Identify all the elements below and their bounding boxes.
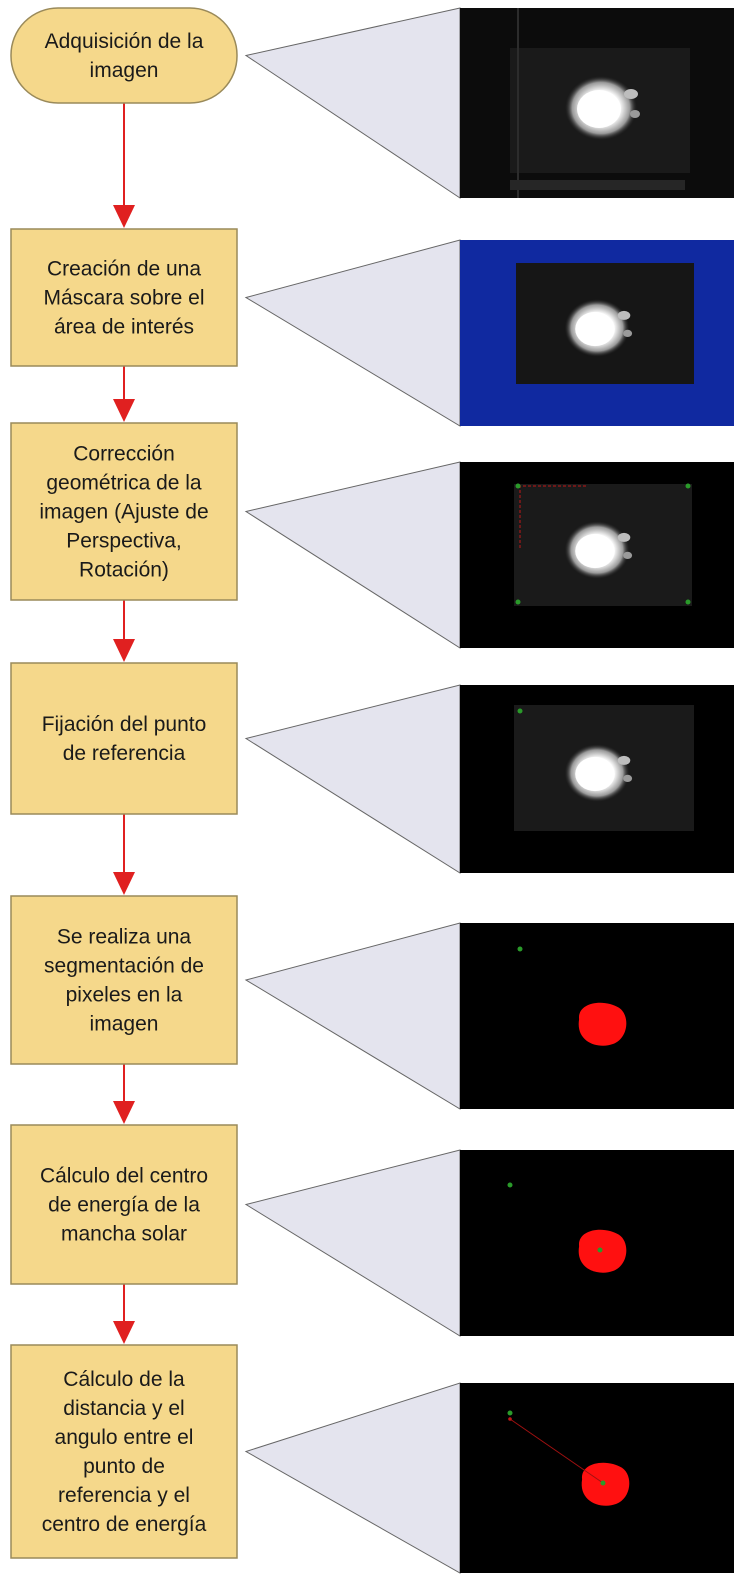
step-label-line: angulo entre el [55,1426,194,1449]
sun-spot [575,311,615,347]
step-label-line: Cálculo del centro [40,1165,208,1188]
reference-marker [507,1410,513,1416]
callout-triangle [244,7,461,199]
segmented-spot [578,1002,627,1046]
step-label: Adquisición de la imagen [45,30,204,82]
thumbnail-panel [460,685,734,873]
callout-triangle [244,461,461,649]
segmented-spot [581,1462,630,1506]
thumbnail-panel [460,8,734,198]
callout-triangle [244,922,461,1110]
process-box [10,422,238,601]
reference-marker [685,483,691,489]
step-label-line: Perspectiva, [66,530,182,553]
reference-marker [685,599,691,605]
step-label-line: distancia y el [63,1397,184,1420]
callout-triangle [244,1149,461,1337]
step-label-line: mancha solar [61,1223,187,1246]
flow-arrows [113,103,135,1344]
step-label-line: Rotación) [79,559,169,582]
callout-triangle [244,684,461,874]
thumbnail-panel [460,240,734,426]
step-label-line: centro de energía [42,1513,207,1536]
step-label-line: Cálculo de la [63,1368,185,1391]
reference-marker [597,1247,603,1253]
step-label-line: de energía de la [48,1194,200,1217]
step-label-line: Corrección [73,443,175,466]
step-label-line: Fijación del punto [42,713,207,736]
reference-marker [517,708,523,714]
callout-triangle [244,1382,461,1574]
step-label-line: punto de [83,1455,165,1478]
reference-marker [515,599,521,605]
sun-spot [575,756,615,792]
arrow-head [113,1321,135,1344]
reference-marker [515,483,521,489]
arrow-head [113,872,135,895]
process-box [10,1344,238,1559]
step-label: Se realiza una segmentación de pixeles en … [44,926,204,1036]
start-terminal [10,7,238,104]
sun-spot-fleck [630,110,640,118]
arrow-head [113,639,135,662]
step-label-line: imagen (Ajuste de [39,501,208,524]
reference-marker [517,946,523,952]
thumbnail-panel [460,923,734,1109]
arrow-head [113,205,135,228]
arrow-head [113,399,135,422]
thumbnail-panels [460,8,734,1573]
segmented-spot [578,1229,627,1273]
distance-line [509,1418,604,1484]
callout-triangles [244,7,461,1574]
process-box [10,662,238,815]
step-label-line: referencia y el [58,1484,190,1507]
sun-spot-fleck [617,532,631,542]
step-label-line: Máscara sobre el [43,287,204,310]
step-label: Cálculo del centro de energía de la mancha… [40,1165,208,1246]
step-label-line: segmentación de [44,955,204,978]
sun-spot [577,90,621,128]
callout-triangle [244,239,461,427]
sun-spot-fleck [624,89,638,99]
process-box [10,228,238,367]
step-label-line: imagen [90,59,159,82]
sun-spot [575,533,615,569]
reference-marker [507,1182,513,1188]
thumbnail-panel [460,1383,734,1573]
sun-spot-fleck [617,755,631,765]
thumbnail-panel [460,462,734,648]
reference-marker [600,1480,606,1486]
frame-base [510,180,685,190]
step-label-line: de referencia [63,742,186,765]
arrow-head [113,1101,135,1124]
thumbnail-panel [460,1150,734,1336]
sun-spot-fleck [617,310,631,320]
step-label-line: imagen [90,1013,159,1036]
step-label: Fijación del punto de referencia [42,713,207,765]
reference-point-red [508,1417,512,1421]
step-label-line: Adquisición de la [45,30,204,53]
step-label-line: Creación de una [47,258,201,281]
sun-spot-fleck [623,551,633,560]
step-label: Cálculo de la distancia y el angulo entre … [42,1368,207,1536]
step-label-line: Se realiza una [57,926,192,949]
step-label-line: geométrica de la [46,472,202,495]
step-label: Corrección geométrica de la imagen (Ajuste… [39,443,208,582]
step-label-line: área de interés [54,316,194,339]
step-label-line: pixeles en la [66,984,183,1007]
sun-spot-fleck [623,329,633,337]
process-box [10,1124,238,1285]
sun-spot-fleck [623,774,633,783]
process-box [10,895,238,1065]
